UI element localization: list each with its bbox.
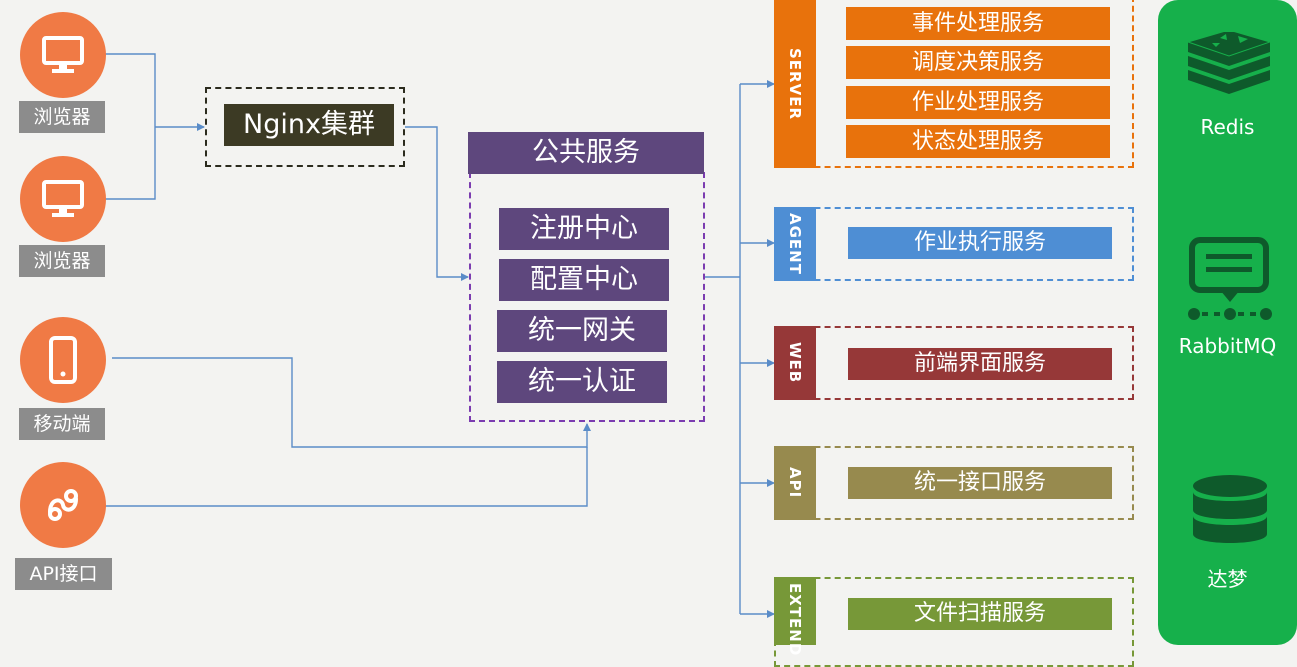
- client-label: 移动端: [19, 408, 105, 440]
- service-scheduling-decision: 调度决策服务: [846, 46, 1110, 79]
- service-job-processing: 作业处理服务: [846, 86, 1110, 119]
- extend-group-tab: EXTEND: [774, 577, 816, 656]
- rabbitmq-label: RabbitMQ: [1178, 334, 1277, 358]
- rabbitmq-icon: [1188, 237, 1272, 320]
- service-job-execution: 作业执行服务: [848, 227, 1112, 259]
- service-file-scan: 文件扫描服务: [848, 598, 1112, 630]
- public-service-title: 公共服务: [468, 132, 704, 174]
- wire-mobile-to-public: [112, 357, 591, 448]
- monitor-icon: [42, 36, 84, 73]
- registry-center: 注册中心: [499, 208, 669, 250]
- client-label: API接口: [15, 558, 112, 590]
- mobile-phone-icon: [49, 336, 77, 384]
- client-label: 浏览器: [19, 245, 105, 277]
- monitor-icon: [42, 180, 84, 217]
- nginx-cluster-frame: [205, 87, 405, 167]
- service-event-processing: 事件处理服务: [846, 7, 1110, 40]
- client-label: 浏览器: [19, 101, 105, 133]
- dameng-label: 达梦: [1207, 567, 1248, 591]
- database-icon: [1193, 475, 1267, 543]
- redis-label: Redis: [1200, 115, 1255, 139]
- mobile-node: [20, 317, 106, 403]
- public-service-frame: [469, 172, 705, 422]
- wire-browser1-nginx: [104, 53, 156, 127]
- connector-lines: [104, 53, 775, 618]
- unified-gateway: 统一网关: [497, 310, 667, 352]
- nginx-cluster: Nginx集群: [224, 104, 394, 146]
- service-unified-interface: 统一接口服务: [848, 467, 1112, 499]
- agent-group-tab: AGENT: [774, 207, 816, 281]
- wire-api-to-public: [104, 447, 588, 507]
- server-group-tab: SERVER: [774, 0, 816, 168]
- config-center: 配置中心: [499, 259, 669, 301]
- api-group-tab: API: [774, 446, 816, 520]
- service-state-processing: 状态处理服务: [846, 125, 1110, 158]
- browser-node-1: [20, 12, 106, 98]
- unified-auth: 统一认证: [497, 361, 667, 403]
- api-node: [20, 462, 106, 548]
- mini-program-icon: [48, 489, 78, 521]
- web-group-tab: WEB: [774, 326, 816, 400]
- service-frontend-ui: 前端界面服务: [848, 348, 1112, 380]
- redis-icon: [1186, 32, 1272, 94]
- browser-node-2: [20, 156, 106, 242]
- wire-nginx-to-public: [405, 126, 469, 281]
- wire-browser2-nginx: [104, 127, 156, 200]
